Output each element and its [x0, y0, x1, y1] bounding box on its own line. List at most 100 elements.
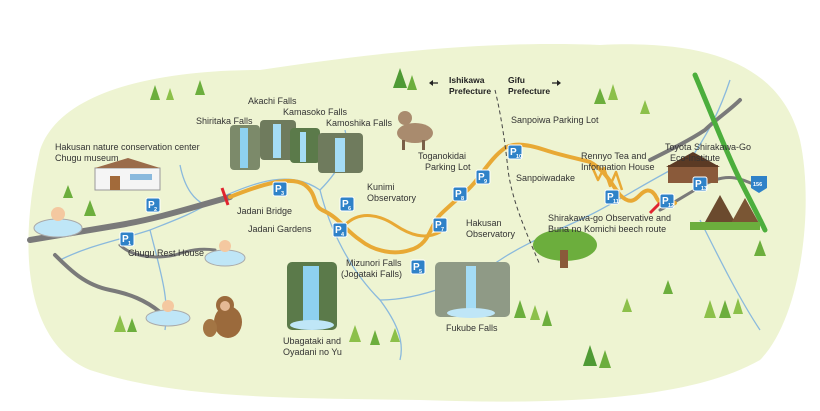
hot-spring-icon: [145, 300, 191, 327]
tree-icon: [640, 100, 766, 256]
parking-p11-number: 11: [613, 199, 619, 205]
boundary-arrow-left-icon: [429, 80, 433, 86]
tree-icon: [150, 85, 174, 100]
parking-p7-letter: P: [435, 220, 442, 231]
serow-icon: [397, 111, 433, 150]
white-road-switchback: [588, 161, 624, 191]
label-rennyo-info: Information House: [581, 162, 655, 172]
parking-p7-number: 7: [441, 227, 444, 233]
label-hakusan-observatory-2: Observatory: [466, 229, 516, 239]
waterfall-fukube-icon: [435, 262, 510, 318]
route-156-label: 156: [753, 182, 762, 188]
parking-p11-letter: P: [607, 192, 614, 203]
label-hakusan-observatory: Hakusan: [466, 218, 502, 228]
boundary-arrow-right-icon: [557, 80, 561, 86]
parking-p13-letter: P: [695, 179, 702, 190]
label-kamoshika-falls: Kamoshika Falls: [326, 118, 393, 128]
label-ubagataki: Ubagataki and: [283, 336, 341, 346]
shirakawa-observatory-icon: [533, 229, 597, 268]
gate-west: [220, 187, 230, 206]
tree-icon: [622, 280, 673, 312]
parking-p1-number: 1: [128, 241, 131, 247]
parking-p6-letter: P: [342, 199, 349, 210]
parking-p1-letter: P: [122, 234, 129, 245]
tree-icon: [704, 298, 743, 318]
label-shiritaka-falls: Shiritaka Falls: [196, 116, 253, 126]
hot-spring-icon: [33, 207, 83, 238]
label-ishikawa: Ishikawa: [449, 75, 485, 85]
label-kamasoko-falls: Kamasoko Falls: [283, 107, 348, 117]
parking-p12-letter: P: [662, 196, 669, 207]
tree-icon: [393, 68, 417, 90]
white-road-branch: [343, 214, 442, 238]
national-road-156: [692, 72, 768, 233]
parking-p3-letter: P: [275, 184, 282, 195]
white-road-main: [228, 142, 677, 255]
parking-p6-number: 6: [348, 206, 351, 212]
label-toganokidai-parking: Parking Lot: [425, 162, 471, 172]
tree-icon: [349, 325, 400, 345]
parking-p2-letter: P: [148, 200, 155, 211]
label-fukube-falls: Fukube Falls: [446, 323, 498, 333]
parking-p12-number: 12: [668, 203, 674, 209]
parking-p2-number: 2: [154, 207, 157, 213]
label-akachi-falls: Akachi Falls: [248, 96, 297, 106]
route-156-shield-icon: 156: [751, 176, 767, 193]
trees: [63, 68, 766, 368]
label-buna-no-komichi: Buna no Komichi beech route: [548, 224, 666, 234]
label-toyota-eco: Toyota Shirakawa-Go: [665, 142, 751, 152]
parking-p9-letter: P: [478, 172, 485, 183]
tree-icon: [594, 84, 618, 104]
label-sanpoiwa-parking: Sanpoiwa Parking Lot: [511, 115, 599, 125]
label-jogataki-falls: (Jogataki Falls): [341, 269, 402, 279]
parking-p8-number: 8: [461, 196, 464, 202]
waterfall-group-akachi: [230, 120, 363, 173]
label-gifu: Gifu: [508, 75, 525, 85]
tree-icon: [63, 185, 96, 216]
tree-icon: [514, 300, 552, 326]
gate-east: [648, 201, 662, 215]
hakusan-center-building-icon: [94, 158, 161, 191]
hot-spring-icon: [204, 240, 246, 267]
label-jadani-gardens: Jadani Gardens: [248, 224, 312, 234]
label-mizunori-falls: Mizunori Falls: [346, 258, 402, 268]
label-rennyo-tea: Rennyo Tea and: [581, 151, 646, 161]
label-gifu-prefecture: Prefecture: [508, 86, 550, 96]
tree-icon: [583, 345, 611, 368]
gassho-house-icon: [690, 195, 760, 230]
label-chugu-rest-house: Chugu Rest House: [128, 248, 204, 258]
parking-p5-letter: P: [413, 262, 420, 273]
parking-p8-letter: P: [455, 189, 462, 200]
prefecture-boundary: [494, 89, 541, 266]
tree-icon: [195, 80, 205, 95]
parking-p10-letter: P: [510, 147, 517, 158]
monkey-icon: [203, 296, 242, 338]
parking-p10-number: 10: [516, 154, 522, 160]
label-toyota-eco-2: Eco-Institute: [670, 153, 720, 163]
waterfall-ubagataki-icon: [287, 262, 337, 330]
label-kunimi: Kunimi: [367, 182, 395, 192]
parking-p13-number: 13: [701, 186, 707, 192]
parking-p3-number: 3: [281, 191, 284, 197]
label-toganokidai: Toganokidai: [418, 151, 466, 161]
parking-p9-number: 9: [484, 179, 487, 185]
label-ishikawa-prefecture: Prefecture: [449, 86, 491, 96]
label-kunimi-observatory: Observatory: [367, 193, 417, 203]
label-hakusan-center: Hakusan nature conservation center: [55, 142, 200, 152]
label-sanpoiwadake: Sanpoiwadake: [516, 173, 575, 183]
label-oyadani-no-yu: Oyadani no Yu: [283, 347, 342, 357]
